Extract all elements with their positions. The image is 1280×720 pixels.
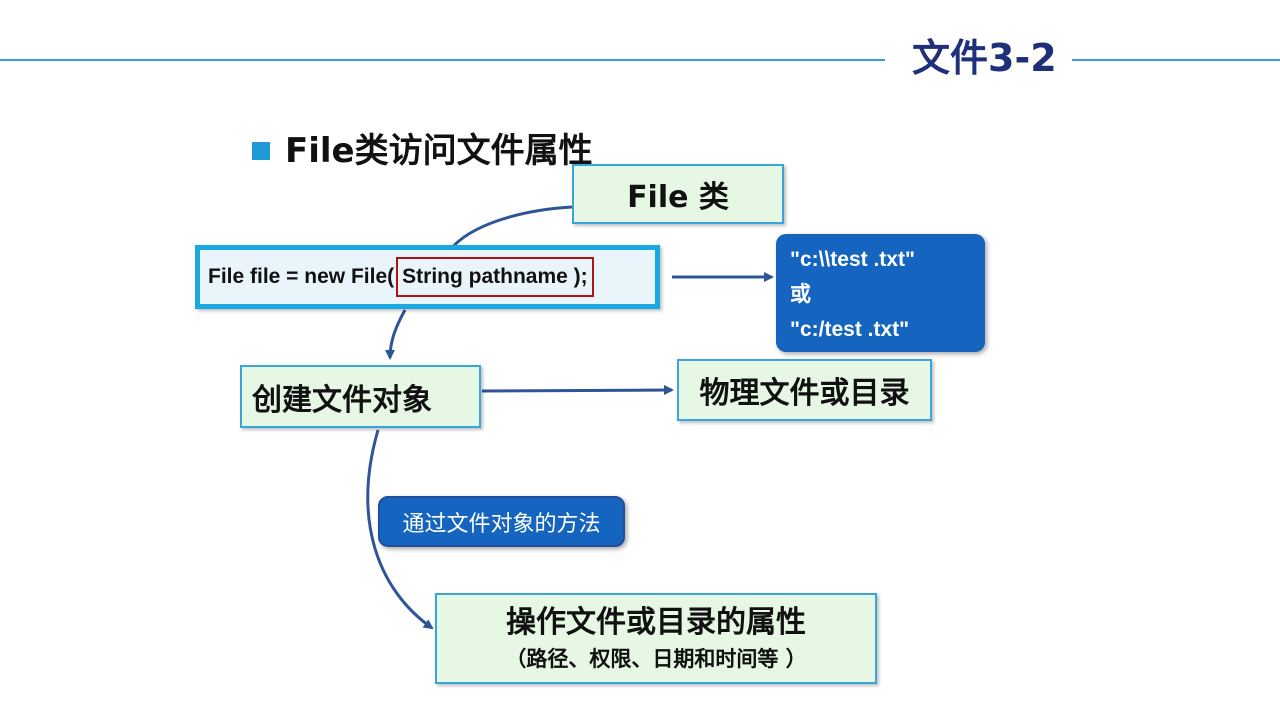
- constructor-code-box: File file = new File(String pathname );: [195, 245, 660, 309]
- physical-file-box: 物理文件或目录: [677, 359, 932, 421]
- header-rule-right: [1072, 59, 1280, 61]
- code-prefix: File file = new File(: [208, 265, 395, 288]
- attribute-detail: （路径、权限、日期和时间等 ）: [505, 646, 807, 671]
- attribute-box: 操作文件或目录的属性 （路径、权限、日期和时间等 ）: [435, 593, 877, 684]
- method-label-box: 通过文件对象的方法: [378, 496, 625, 547]
- bullet-square-icon: [252, 142, 270, 160]
- header-rule-left: [0, 59, 885, 61]
- arc-fileclass-to-create: [390, 205, 573, 358]
- file-class-box: File 类: [572, 164, 784, 224]
- bullet-heading: File类访问文件属性: [285, 131, 593, 171]
- attribute-title: 操作文件或目录的属性: [506, 604, 806, 640]
- create-object-box: 创建文件对象: [240, 365, 481, 428]
- page-title: 文件3-2: [912, 36, 1057, 80]
- arc-create-to-attr: [366, 429, 434, 630]
- path-windows: "c:\\test .txt": [790, 248, 915, 271]
- code-param-highlight: String pathname );: [396, 257, 594, 297]
- arrow-create-to-physical: [481, 385, 674, 396]
- path-unix: "c:/test .txt": [790, 318, 910, 341]
- path-example-box: "c:\\test .txt" 或 "c:/test .txt": [776, 234, 985, 352]
- path-or: 或: [790, 283, 811, 306]
